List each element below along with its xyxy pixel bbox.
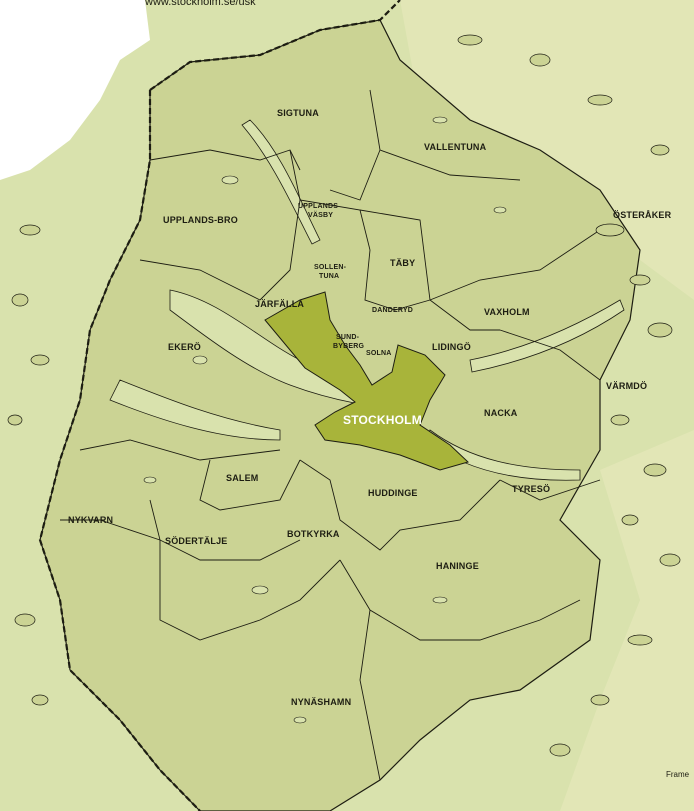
label-upplands-vasby-1: UPPLANDS bbox=[298, 203, 339, 210]
label-vallentuna: VALLENTUNA bbox=[424, 142, 487, 152]
fjord-east bbox=[469, 299, 625, 373]
label-osteraker: ÖSTERÅKER bbox=[613, 210, 672, 220]
label-salem: SALEM bbox=[226, 473, 259, 483]
outside-area bbox=[0, 0, 150, 180]
label-sundbyberg-1: SUND- bbox=[336, 334, 360, 341]
label-vaxholm: VAXHOLM bbox=[484, 307, 530, 317]
label-upplands-bro: UPPLANDS-BRO bbox=[163, 215, 238, 225]
footer-text: Frame bbox=[666, 770, 690, 779]
label-jarfalla: JÄRFÄLLA bbox=[255, 299, 305, 309]
label-danderyd: DANDERYD bbox=[372, 307, 414, 314]
label-sollentuna-1: SOLLEN- bbox=[314, 264, 347, 271]
label-stockholm: STOCKHOLM bbox=[343, 413, 422, 427]
label-nykvarn: NYKVARN bbox=[68, 515, 114, 525]
label-taby: TÄBY bbox=[390, 258, 416, 268]
label-haninge: HANINGE bbox=[436, 561, 479, 571]
outer-land-south bbox=[560, 430, 694, 811]
inland-lakes bbox=[143, 116, 507, 724]
county-border-west bbox=[38, 90, 201, 811]
label-botkyrka: BOTKYRKA bbox=[287, 529, 340, 539]
lake-north bbox=[241, 119, 321, 245]
label-solna: SOLNA bbox=[366, 350, 392, 357]
label-upplands-vasby-2: VÄSBY bbox=[308, 212, 334, 219]
label-nynashamn: NYNÄSHAMN bbox=[291, 697, 352, 707]
label-lidingo: LIDINGÖ bbox=[432, 342, 471, 352]
stockholm-city bbox=[264, 291, 469, 471]
label-sundbyberg-2: BYBERG bbox=[333, 343, 365, 350]
county-border-north bbox=[149, 0, 401, 91]
label-sodertalje: SÖDERTÄLJE bbox=[165, 536, 228, 546]
label-nacka: NACKA bbox=[484, 408, 518, 418]
label-sigtuna: SIGTUNA bbox=[277, 108, 319, 118]
label-tyreso: TYRESÖ bbox=[512, 484, 551, 494]
label-varmdo: VÄRMDÖ bbox=[606, 381, 648, 391]
label-ekero: EKERÖ bbox=[168, 342, 202, 352]
label-sollentuna-2: TUNA bbox=[319, 273, 340, 280]
archipelago-islands bbox=[7, 34, 681, 757]
source-url: www.stockholm.se/usk bbox=[145, 0, 256, 8]
lake-channel bbox=[109, 379, 281, 441]
label-huddinge: HUDDINGE bbox=[368, 488, 418, 498]
municipality-borders bbox=[60, 89, 601, 781]
